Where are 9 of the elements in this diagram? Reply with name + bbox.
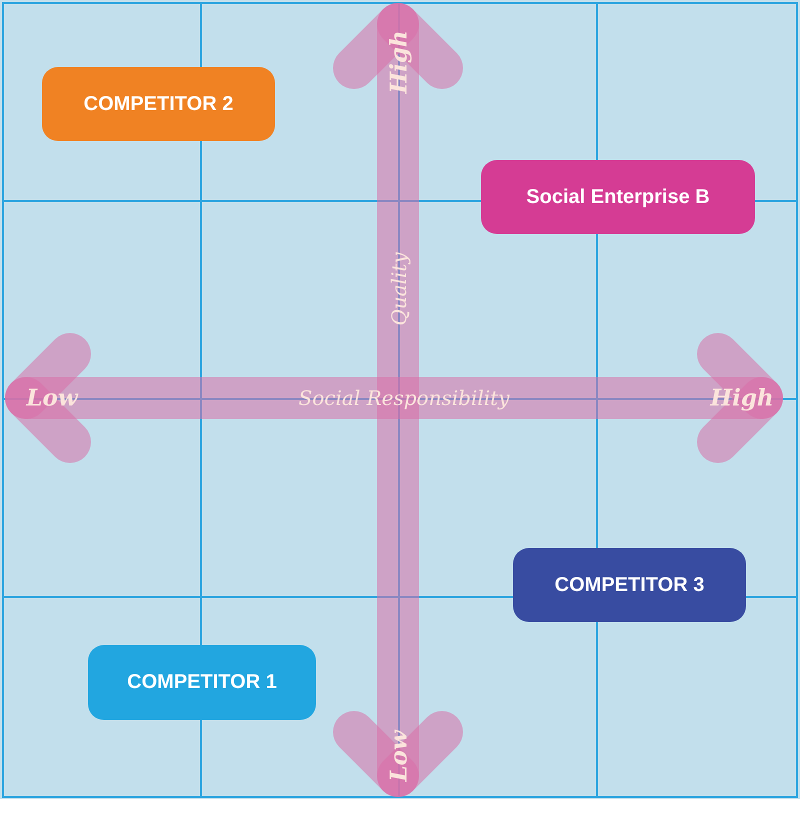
axis-end-label: High xyxy=(388,30,410,94)
position-box: COMPETITOR 1 xyxy=(88,645,316,720)
axis-end-label: Low xyxy=(388,730,410,782)
axis-end-label: Low xyxy=(26,386,78,410)
position-box: COMPETITOR 2 xyxy=(42,67,275,141)
position-box: Social Enterprise B xyxy=(481,160,755,234)
axis-end-label: High xyxy=(710,386,774,410)
position-box: COMPETITOR 3 xyxy=(513,548,746,622)
axis-title: Quality xyxy=(389,252,409,326)
